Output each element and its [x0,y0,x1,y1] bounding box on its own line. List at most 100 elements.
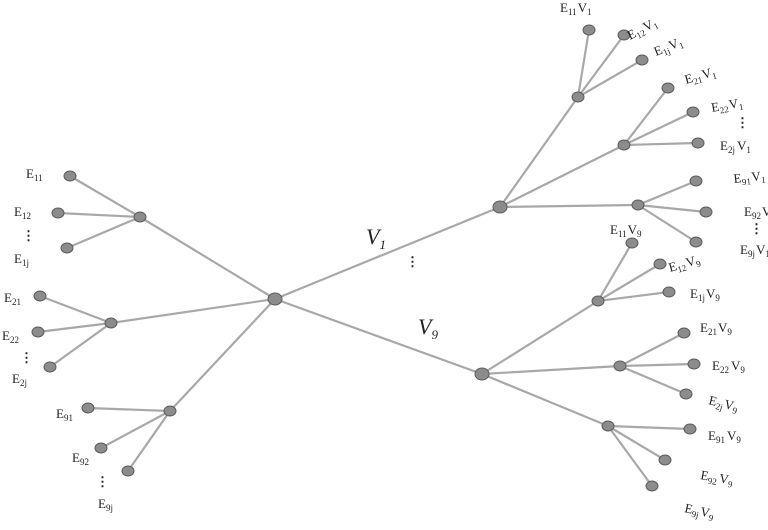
label-e22: E22 [2,328,19,345]
edge-e2jv9 [618,364,688,396]
edge-e22v1 [622,110,695,147]
node-left1 [133,211,147,223]
edge-e11 [68,174,142,219]
edge-e91v1 [636,179,698,207]
node-e2j [43,361,57,373]
label-e21v1: E21V1 [683,64,718,89]
edge-e9j [126,409,172,473]
edge-e2jv1 [622,141,700,147]
label-e1-dots: ⋮ [22,228,35,243]
edge-e11v1 [576,28,591,99]
node-e9j [121,465,135,477]
label-e91: E91 [56,406,73,423]
node-e11v1 [582,24,596,36]
edge-v1-c [498,203,640,209]
label-e12v1: E12V1 [624,14,660,44]
left-labels: E11 E12 ⋮ E1j E21 E22 ⋮ E2j E91 E92 ⋮ E9… [2,166,113,513]
node-e21v9 [677,327,691,339]
label-v9: V9 [418,314,438,342]
node-e2jv9 [679,388,693,400]
node-v1-b [617,139,631,151]
edge-hub-left1 [138,215,277,301]
edge-e91v9 [606,424,692,431]
label-e11v1: E11V1 [560,0,592,17]
label-e2j: E2j [12,371,27,388]
node-v9-c [601,420,615,432]
edge-v1-a [498,95,580,209]
label-e9v1-dots: ⋮ [750,221,763,236]
edges [36,28,708,488]
edge-e12v9 [596,262,662,303]
edge-hub-v1 [273,205,502,301]
node-v1-a [571,91,585,103]
node-e92v9 [658,454,672,466]
node-v9-a [591,295,605,307]
label-e92: E92 [72,450,89,467]
edge-hub-v9 [273,297,484,376]
node-e92v1 [699,206,713,218]
node-e1jv1 [635,54,649,66]
edge-v1-b [498,143,626,209]
node-e21 [33,290,47,302]
center-labels: V1 ⋮ V9 [366,224,438,342]
label-e12: E12 [14,204,31,221]
label-e1j: E1j [14,251,29,268]
node-e21v1 [661,82,675,94]
node-left2 [104,317,118,329]
node-e91v9 [683,423,697,435]
node-e1jv9 [662,286,676,298]
node-v9 [474,367,490,381]
label-e9jv9: E9jV9 [683,500,716,523]
edge-e11v9 [596,241,634,303]
node-e9jv9 [645,480,659,492]
edge-e21 [38,294,113,325]
edge-e21v9 [618,331,686,368]
node-e22v1 [686,106,700,118]
label-v1: V1 [366,224,386,252]
edge-e92v9 [606,424,667,462]
edge-hub-left3 [168,297,277,413]
node-e91v1 [689,175,703,187]
label-e11: E11 [26,166,43,183]
label-e92v9: E92V9 [699,467,735,490]
label-e9-dots: ⋮ [96,474,109,489]
edge-e1jv9 [596,290,671,303]
edge-e92 [99,409,172,450]
label-e1jv1: E1jV1 [652,34,686,61]
label-e21: E21 [4,290,21,307]
node-hub [267,292,283,306]
node-e11 [63,170,77,182]
node-e11v9 [625,237,639,249]
label-e21v9: E21V9 [700,320,732,337]
label-e2-dots: ⋮ [20,350,33,365]
edge-e2j [48,321,113,369]
edge-e9jv9 [606,424,654,488]
node-v1 [492,200,508,214]
label-e22v1: E22V1 [710,95,744,117]
node-v9-b [613,360,627,372]
label-e11v9: E11V9 [610,222,642,239]
edge-e22 [36,321,113,334]
label-e12v9: E12V9 [667,252,703,277]
node-e92 [94,442,108,454]
label-e2jv9: E2jV9 [707,392,741,416]
edge-e1jv1 [576,58,644,99]
label-v1-dots: ⋮ [406,254,419,269]
label-e2v1-dots: ⋮ [736,115,749,130]
node-e91 [81,402,95,414]
edge-e92v1 [636,203,708,214]
label-e92v1: E92V1 [744,204,768,221]
edge-e91 [86,406,172,413]
edge-v9-b [480,364,622,376]
node-v1-c [631,199,645,211]
node-left3 [163,405,177,417]
edge-e12v1 [576,33,626,99]
label-e9j: E9j [98,496,113,513]
edge-v9-c [480,372,610,428]
node-e22 [31,326,45,338]
label-e1jv9: E1jV9 [690,286,720,303]
